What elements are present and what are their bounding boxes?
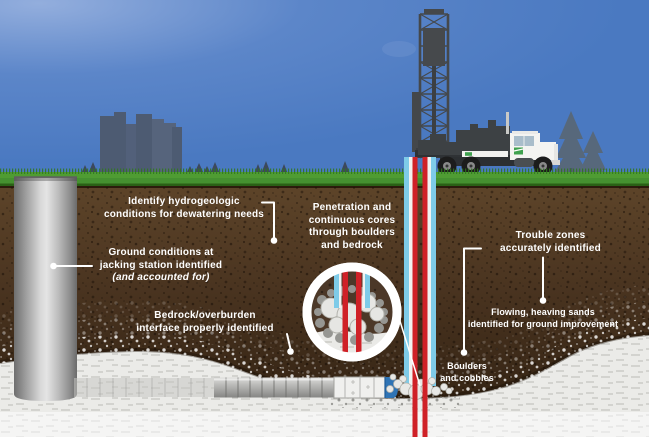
label-sands-line1: Flowing, heaving sands — [491, 307, 595, 317]
logo-mark-door — [514, 147, 523, 155]
label-jacking-station: Ground conditions at jacking station ide… — [91, 247, 231, 285]
leader-dot-jacking — [50, 262, 57, 270]
label-jacking-line3: (and accounted for) — [112, 272, 210, 283]
magnifier-inset — [302, 262, 402, 362]
label-bedrock-interface: Bedrock/overburden interface properly id… — [120, 310, 290, 335]
inset-core-rods — [334, 271, 370, 353]
truck-cab — [510, 131, 560, 167]
label-jacking-line1: Ground conditions at — [108, 247, 214, 258]
drill-strings — [404, 157, 436, 437]
leader-line-bedrock — [286, 333, 292, 350]
inset-pointer-line — [393, 302, 421, 387]
fuel-tank — [514, 158, 534, 167]
casing-cyan-right — [431, 157, 436, 386]
leader-lines — [53, 201, 544, 387]
label-trouble-line2: accurately identified — [500, 242, 601, 254]
label-trouble-line1: Trouble zones — [515, 230, 586, 241]
label-dewatering-line2: conditions for dewatering needs — [103, 208, 265, 220]
label-cores-line3: through boulders — [309, 227, 395, 238]
exhaust-stack — [506, 112, 509, 134]
label-boulders-line1: Boulders — [447, 361, 487, 371]
leader-line-dewatering — [261, 201, 275, 240]
label-cores-line2: continuous cores — [308, 214, 396, 226]
city-skyline — [100, 112, 182, 177]
drill-rods-through-boulders — [412, 378, 428, 437]
drill-rod-right — [422, 157, 428, 437]
leader-dots — [50, 237, 547, 356]
label-flowing-sands: Flowing, heaving sands identified for gr… — [457, 307, 629, 330]
label-bedrock-line2: interface properly identified — [136, 322, 274, 334]
cloud — [382, 41, 416, 57]
leader-dot-boulders — [460, 349, 468, 356]
drill-rod-left — [412, 157, 418, 437]
leader-dot-sands — [539, 297, 547, 304]
label-boulders-cobbles: Boulders and cobbles — [424, 361, 510, 384]
label-sands-line2: identified for ground improvement — [467, 318, 619, 329]
label-bedrock-line1: Bedrock/overburden — [154, 310, 256, 321]
jacking-shaft — [14, 176, 77, 401]
label-trouble-zones: Trouble zones accurately identified — [473, 230, 628, 255]
leader-dot-bedrock — [287, 348, 294, 355]
leader-line-boulders — [463, 247, 482, 351]
label-cores-line4: and bedrock — [321, 239, 383, 251]
label-boulders-line2: and cobbles — [440, 372, 494, 383]
label-cores: Penetration and continuous cores through… — [294, 202, 410, 252]
label-dewatering-line1: Identify hydrogeologic — [128, 196, 240, 207]
grass-strip — [0, 168, 649, 186]
label-dewatering: Identify hydrogeologic conditions for de… — [99, 196, 269, 221]
label-jacking-line2: jacking station identified — [99, 259, 223, 271]
label-cores-line1: Penetration and — [312, 202, 392, 213]
logo-mark-bed — [465, 152, 472, 156]
tunnel-pipe — [74, 376, 398, 399]
leader-dot-dewatering — [270, 237, 278, 244]
casing-cyan-left — [404, 157, 409, 386]
